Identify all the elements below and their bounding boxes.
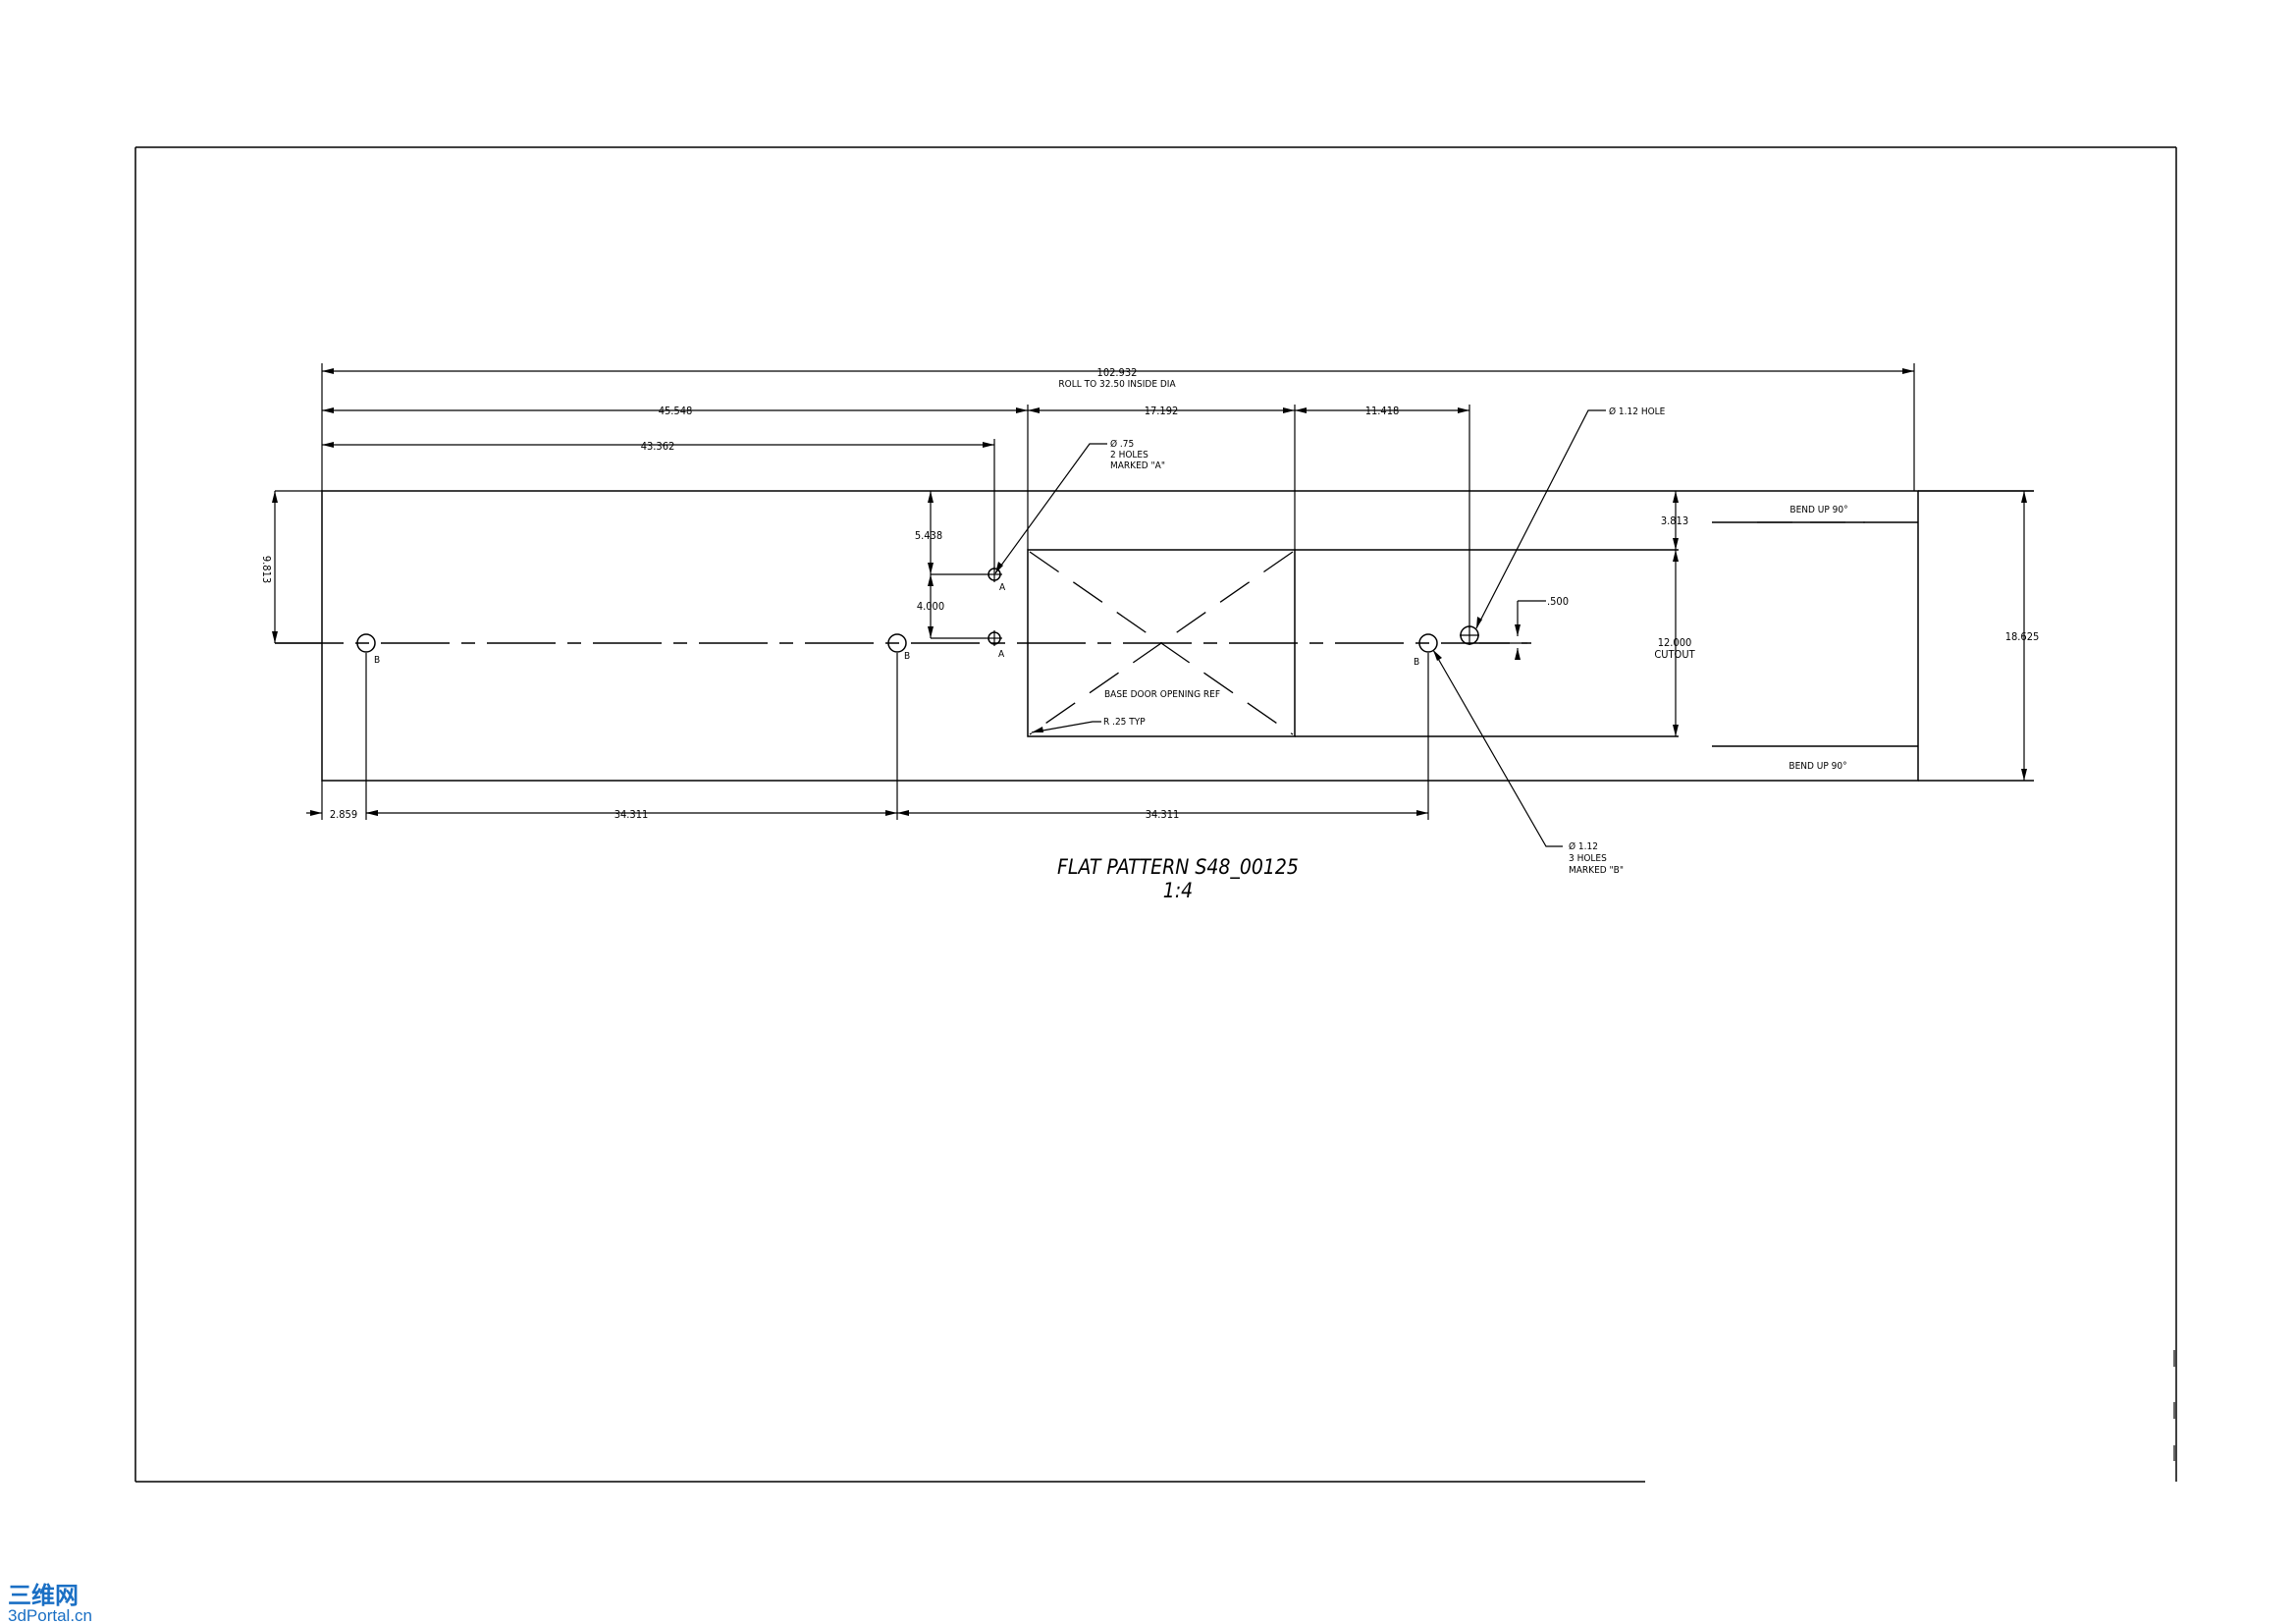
hole-markers: A A B B B [374, 582, 1419, 668]
dim-3813: 3.813 [1661, 514, 1688, 527]
dim-17192: 17.192 [1145, 405, 1179, 417]
dim-5438: 5.438 [915, 529, 942, 542]
dim-cutout-value: 12.000 [1658, 636, 1692, 649]
dim-45548: 45.548 [659, 405, 693, 417]
note-holes-b-line3: MARKED "B" [1569, 865, 1624, 876]
dim-11418: 11.418 [1365, 405, 1400, 417]
roll-note: ROLL TO 32.50 INSIDE DIA [1058, 379, 1176, 390]
note-holes-a-line1: Ø .75 [1110, 438, 1134, 450]
dim-4000: 4.000 [917, 600, 944, 613]
dim-9813: 9.813 [260, 556, 273, 583]
scale-text: 1:4 [1163, 879, 1193, 902]
marker-b-2: B [904, 651, 910, 662]
notes: Ø .75 2 HOLES MARKED "A" Ø 1.12 HOLE Ø 1… [1103, 406, 1848, 876]
arrowheads [272, 368, 2027, 816]
marker-a-2: A [998, 649, 1005, 660]
note-bend-top: BEND UP 90° [1789, 505, 1847, 515]
watermark-site: 3dPortal.cn [8, 1606, 92, 1624]
hole-b-2 [887, 633, 907, 653]
leader-lines [994, 409, 1606, 847]
note-hole-112: Ø 1.12 HOLE [1609, 406, 1666, 417]
dim-500: .500 [1547, 595, 1569, 608]
marker-a-1: A [999, 582, 1006, 593]
bend-lines [1712, 521, 1918, 747]
dim-18625: 18.625 [2005, 630, 2040, 643]
marker-b-1: B [374, 655, 380, 666]
note-door-ref: BASE DOOR OPENING REF [1104, 689, 1220, 700]
note-holes-a-line3: MARKED "A" [1110, 460, 1165, 471]
sheet-border [134, 146, 2177, 1483]
hole-b-3 [1418, 633, 1438, 653]
note-holes-b-line1: Ø 1.12 [1569, 840, 1598, 852]
dim-34311-a: 34.311 [614, 808, 649, 821]
dimension-lines [274, 363, 2034, 820]
dim-2859: 2.859 [330, 808, 357, 821]
marker-b-3: B [1414, 657, 1419, 668]
dimension-texts: 102.932 ROLL TO 32.50 INSIDE DIA 45.548 … [260, 366, 2039, 821]
title-text: FLAT PATTERN S48_00125 [1057, 855, 1299, 880]
note-holes-b-line2: 3 HOLES [1569, 853, 1607, 864]
dim-43362: 43.362 [641, 440, 675, 453]
note-radius: R .25 TYP [1103, 717, 1146, 728]
note-holes-a-line2: 2 HOLES [1110, 450, 1148, 460]
dim-34311-b: 34.311 [1146, 808, 1180, 821]
watermark-logo: 三维网 3dPortal.cn [8, 1582, 92, 1624]
note-bend-bottom: BEND UP 90° [1789, 761, 1846, 772]
watermark-brand: 三维网 [8, 1582, 79, 1609]
hole-b-1 [356, 633, 376, 653]
dim-cutout-label: CUTOUT [1654, 648, 1695, 661]
drawing-title: FLAT PATTERN S48_00125 1:4 [1057, 855, 1299, 902]
dim-overall-length: 102.932 [1097, 366, 1138, 379]
